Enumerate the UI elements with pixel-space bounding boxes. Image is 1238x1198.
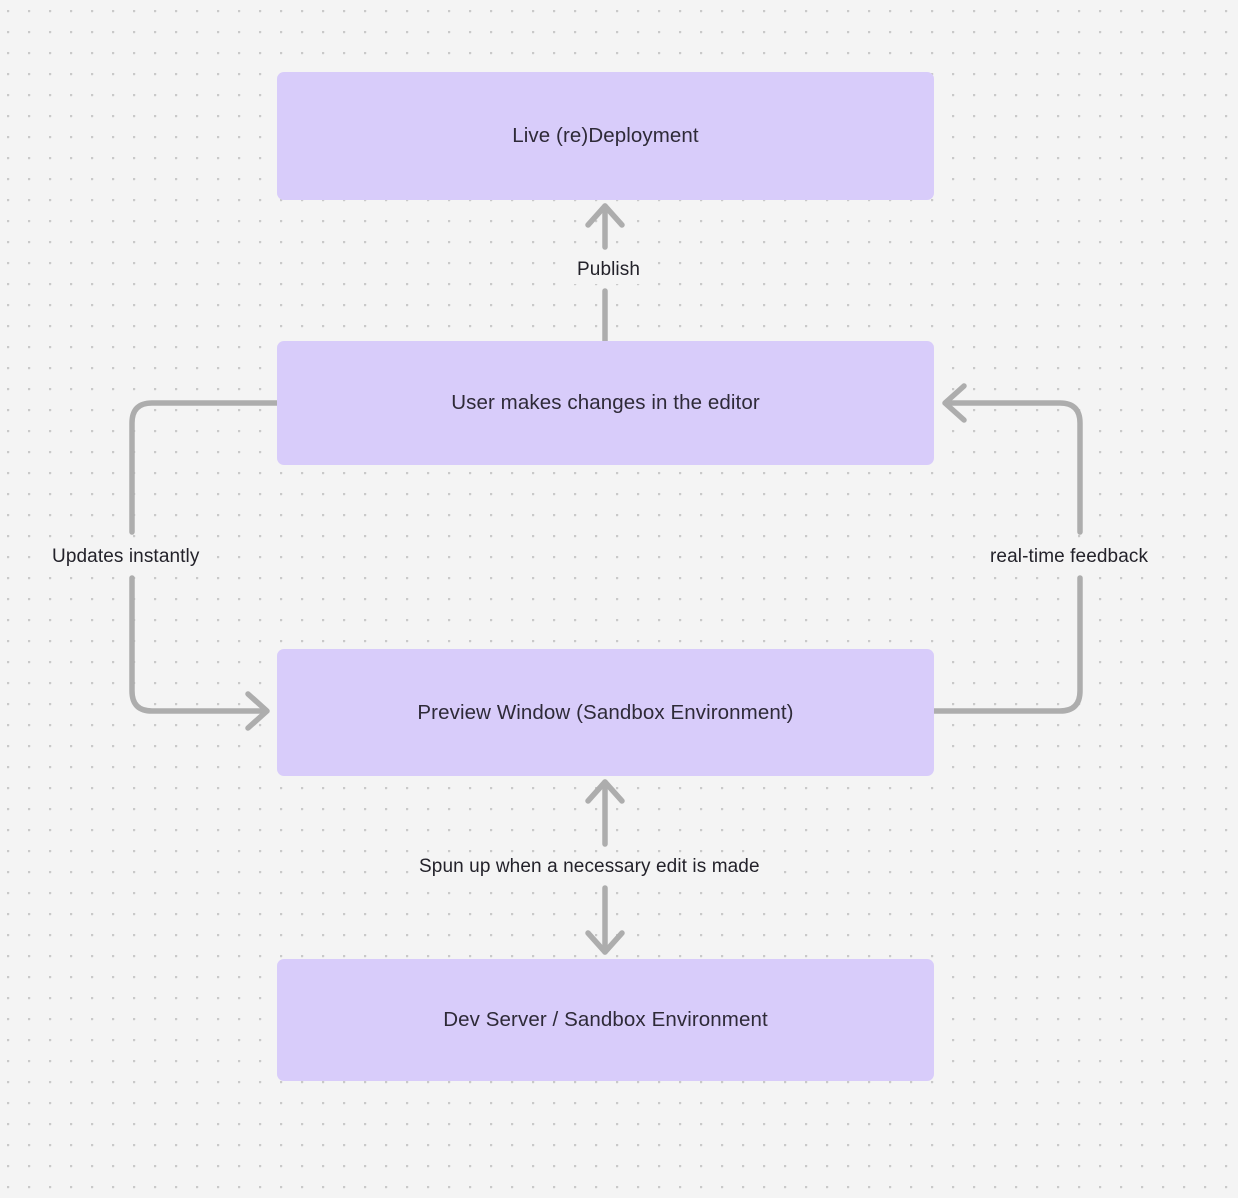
- node-label: Live (re)Deployment: [512, 124, 699, 148]
- edge-label-publish: Publish: [570, 257, 648, 284]
- node-preview-window[interactable]: Preview Window (Sandbox Environment): [277, 649, 934, 776]
- edge-label-realtime-feedback: real-time feedback: [983, 544, 1156, 571]
- node-dev-server[interactable]: Dev Server / Sandbox Environment: [277, 959, 934, 1081]
- edge-label-spun-up: Spun up when a necessary edit is made: [412, 854, 767, 881]
- node-label: User makes changes in the editor: [451, 391, 760, 415]
- node-label: Dev Server / Sandbox Environment: [443, 1008, 768, 1032]
- node-label: Preview Window (Sandbox Environment): [417, 700, 794, 724]
- node-user-makes-changes[interactable]: User makes changes in the editor: [277, 341, 934, 465]
- node-live-redeployment[interactable]: Live (re)Deployment: [277, 72, 934, 200]
- edge-label-updates-instantly: Updates instantly: [45, 544, 207, 571]
